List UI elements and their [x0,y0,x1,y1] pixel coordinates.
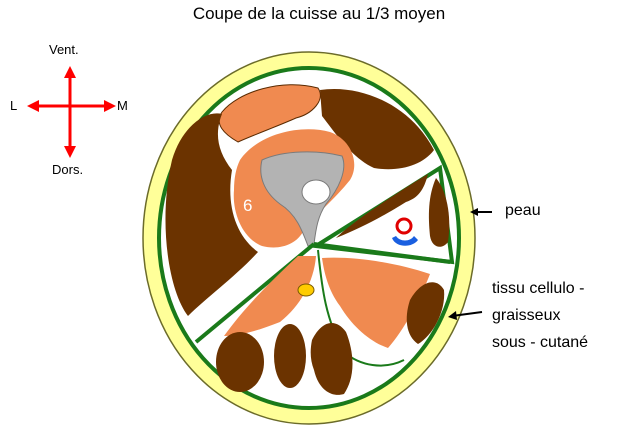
label-subcutaneous-2: graisseux [492,307,560,325]
arrow-left-icon [27,100,39,112]
muscle-biceps-femoris [216,332,264,392]
arrow-down-icon [64,146,76,158]
femur-medullary-cavity [302,180,330,204]
label-skin: peau [505,202,541,220]
arrow-up-icon [64,66,76,78]
sciatic-nerve [298,284,314,296]
label-ventral: Vent. [49,42,79,57]
label-lateral: L [10,98,17,113]
orientation-compass [27,66,116,158]
femoral-artery [397,219,411,233]
arrow-right-icon [104,100,116,112]
label-medial: M [117,98,128,113]
muscle-semitendinosus [274,324,306,388]
label-dorsal: Dors. [52,162,83,177]
label-subcutaneous-1: tissu cellulo - [492,280,584,298]
muscle-number-label: 6 [243,196,252,216]
label-subcutaneous-3: sous - cutané [492,334,588,352]
